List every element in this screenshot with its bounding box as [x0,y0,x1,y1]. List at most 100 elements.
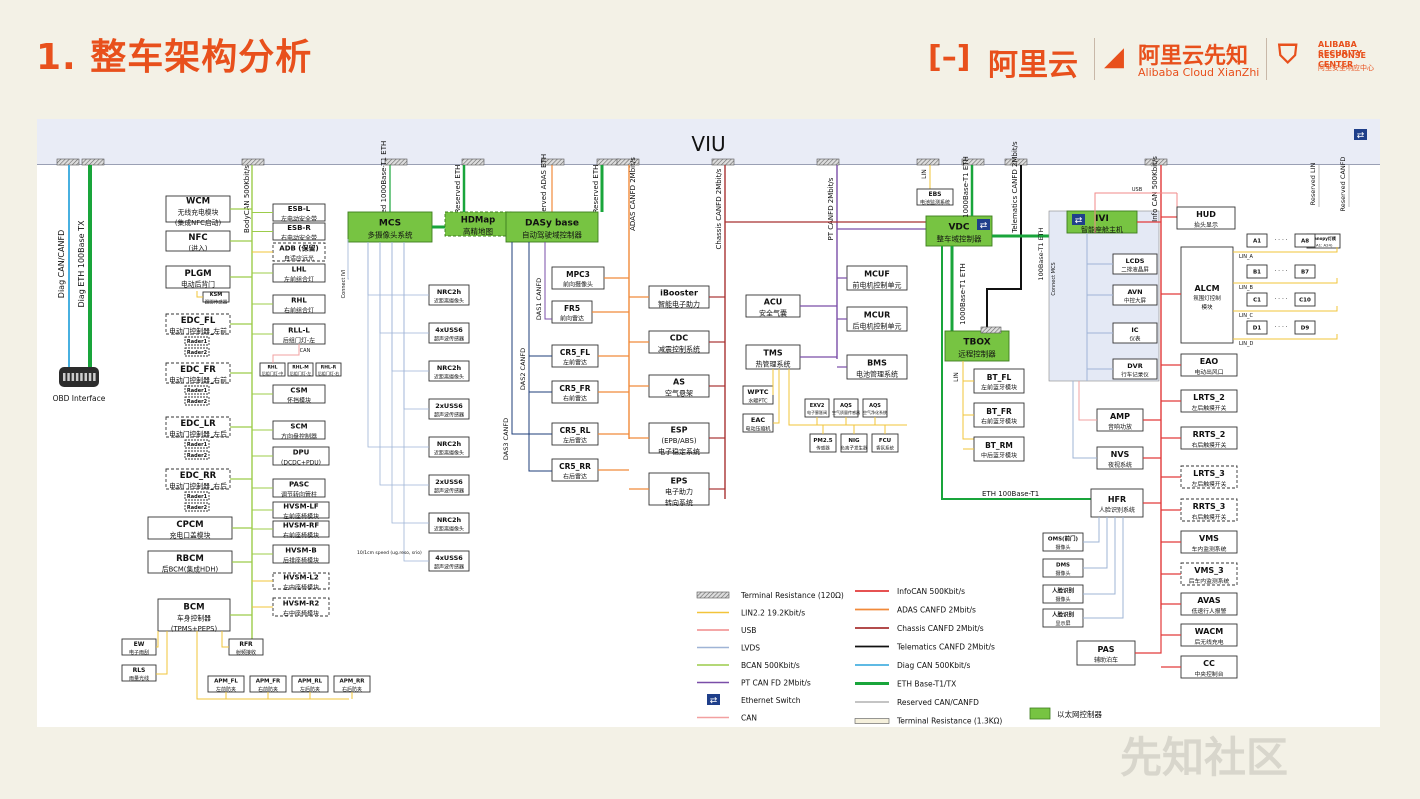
tms-node-label-0: TMS [763,349,782,358]
edc-lr-rader2-label-0: Rader2 [187,453,208,459]
rhl-lamp-1-box [287,362,314,377]
mcur-node-label-1: 后电机控制单元 [853,321,902,330]
pas-node-label-1: 辅助泊车 [1094,656,1118,664]
oms-node: OMS(前门)摄像头 [1042,532,1084,552]
ab-node-3-b-label-0: D9 [1301,325,1310,331]
edc-fl-rader2: Rader2 [184,347,210,357]
vdc-eth-label: 1000Base-T1 ETH [962,156,970,218]
rll-can-label: CAN [300,348,311,354]
tms-lin-bus [788,369,907,426]
nrc-node-3-label-1: 超声波传感器 [434,411,464,418]
cr5-rr-node-label-1: 右后雷达 [563,473,587,481]
alcm-node-label-1: 氛围灯控制 [1193,294,1221,302]
viu-tr-6 [541,158,565,166]
avn-node-label-0: AVN [1127,288,1142,296]
edc-rr-rader1-label-0: Rader1 [187,494,208,500]
ivi-nvs-lvds [1072,381,1097,459]
rhl-lamp-1-label-0: RHL-M [292,364,309,370]
rbcm-node-label-1: 后BCM(集成HDH) [162,565,219,574]
esb-l-node-label-1: 左电动安全带 [281,215,317,223]
eao-node-label-0: EAO [1200,357,1219,366]
cdc-node-label-1: 减震控制系统 [658,344,700,353]
hvsm-l2-node-label-0: HVSM-L2 [283,574,319,582]
ab-node-1-b: B7 [1294,264,1316,279]
cc-node-label-1: 中央控制台 [1195,670,1224,678]
edc-fr-rader1: Rader1 [184,385,210,395]
bt-rm-node-label-0: BT_RM [985,441,1013,450]
hfr-lvds-1 [1083,517,1108,569]
tbox-node-box [944,330,1010,362]
obd-label: OBD Interface [53,394,106,403]
hvsm-r2-node-box [272,597,330,617]
hvsm-lf-node-label-0: HVSM-LF [283,503,319,511]
das3-label: DAS3 CANFD [502,418,510,460]
connect-ivi-label: Connect IVI [341,270,347,299]
legend-label-r-5: ETH Base-T1/TX [897,680,956,689]
legend-label-r-1: ADAS CANFD 2Mbit/s [897,606,976,615]
lhl-node-label-0: LHL [292,266,307,274]
bt-fr-node-label-1: 右前蓝牙模块 [981,418,1017,426]
avas-node-label-1: 低速行人报警 [1192,607,1227,615]
rhl-lamp-2-label-0: RHL-R [321,364,337,370]
rls-node-label-0: RLS [133,667,146,674]
nrc-node-2-label-1: 近距离摄像头 [434,373,464,380]
hdmap-node-box [444,211,512,237]
edc-fl-rader2-box [184,347,210,357]
ebs-lin-label: LIN [921,169,928,179]
obd-pin [80,373,83,381]
tbox-node-label-1: 远程控制器 [958,348,996,358]
pasc-node-label-0: PASC [289,481,309,489]
apm-node-1-label-1: 右前防夹 [258,686,278,693]
lcds-node-label-0: LCDS [1126,257,1145,265]
hvsm-b-node-label-1: 后排座椅模块 [283,556,319,564]
nrc-node-1-label-1: 超声波传感器 [434,335,464,342]
das1-bus [544,242,552,320]
ab-node-3-a-box [1246,320,1268,335]
edc-lr-rader2: Rader2 [184,450,210,460]
ksm-lin-link [196,291,203,298]
edc-fr-node-label-1: 电动门控制器_右前 [169,376,227,385]
cdc-node-label-0: CDC [670,334,689,343]
apm-lin [196,631,349,700]
nrc-node-1-label-0: 4xUSS6 [435,326,463,334]
ic-node-label-1: 仪表 [1129,335,1141,343]
oms-node-label-1: 摄像头 [1055,544,1070,551]
plgm-node-label-1: 电动后背门 [181,280,215,289]
edc-rr-node-label-1: 电动门控制器_右后 [169,482,227,491]
edc-fr-rader2-label-0: Rader2 [187,399,208,405]
nrc-node-4-label-0: NRC2h [437,440,462,448]
vms3-node-label-0: VMS_3 [1194,566,1223,575]
esp-node-box [648,422,710,454]
reserved-adas-eth-label: Reserved ADAS ETH [540,154,548,224]
nrc-node-0-label-0: NRC2h [437,288,462,296]
ivi-eth-label: 100Base-T1 ETH [1037,227,1045,280]
as-node-label-0: AS [673,378,685,387]
cr5-fl-node-label-0: CR5_FL [560,348,590,357]
ab-dots-0: · · · · [1274,237,1287,244]
chassis-canfd-label: Chassis CANFD 2Mbit/s [715,168,723,249]
legend-label-l-4: BCAN 500Kbit/s [741,661,800,670]
rrts2-node-label-0: RRTS_2 [1193,430,1226,439]
nrc-node-0-label-1: 近距离摄像头 [434,297,464,304]
nrc-node-7-label-1: 超声波传感器 [434,563,464,570]
